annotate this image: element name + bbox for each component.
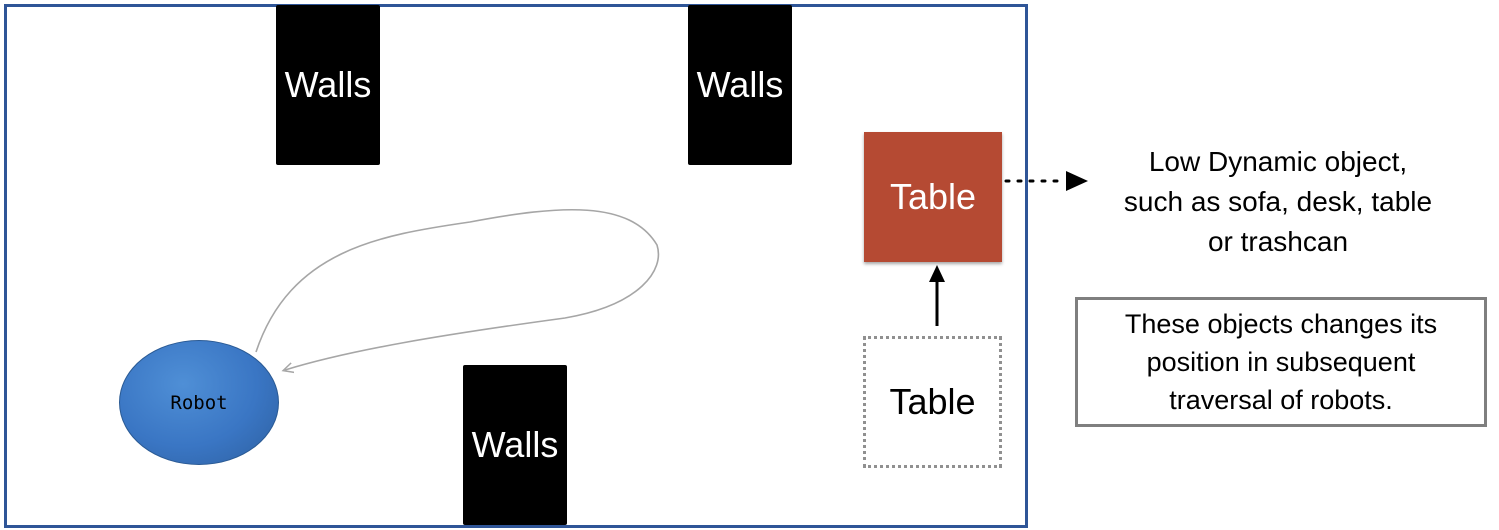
table-label: Table: [889, 381, 976, 422]
table-previous-position: Table: [863, 336, 1002, 468]
table-label: Table: [889, 176, 977, 217]
low-dynamic-object-callout: Low Dynamic object, such as sofa, desk, …: [1080, 142, 1476, 262]
callout-line: such as sofa, desk, table: [1123, 186, 1433, 217]
note-box: These objects changes its position in su…: [1075, 297, 1487, 427]
wall-bottom: Walls: [463, 365, 567, 525]
callout-line: Low Dynamic object,: [1148, 146, 1408, 177]
table-current-position: Table: [864, 132, 1002, 262]
wall-label: Walls: [696, 64, 784, 105]
callout-line: or trashcan: [1207, 226, 1349, 257]
robot: Robot: [119, 340, 279, 465]
wall-label: Walls: [471, 424, 559, 465]
wall-top-right: Walls: [688, 5, 792, 165]
wall-top-left: Walls: [276, 5, 380, 165]
note-text: These objects changes its position in su…: [1124, 309, 1438, 415]
robot-label: Robot: [170, 391, 228, 414]
wall-label: Walls: [284, 64, 372, 105]
